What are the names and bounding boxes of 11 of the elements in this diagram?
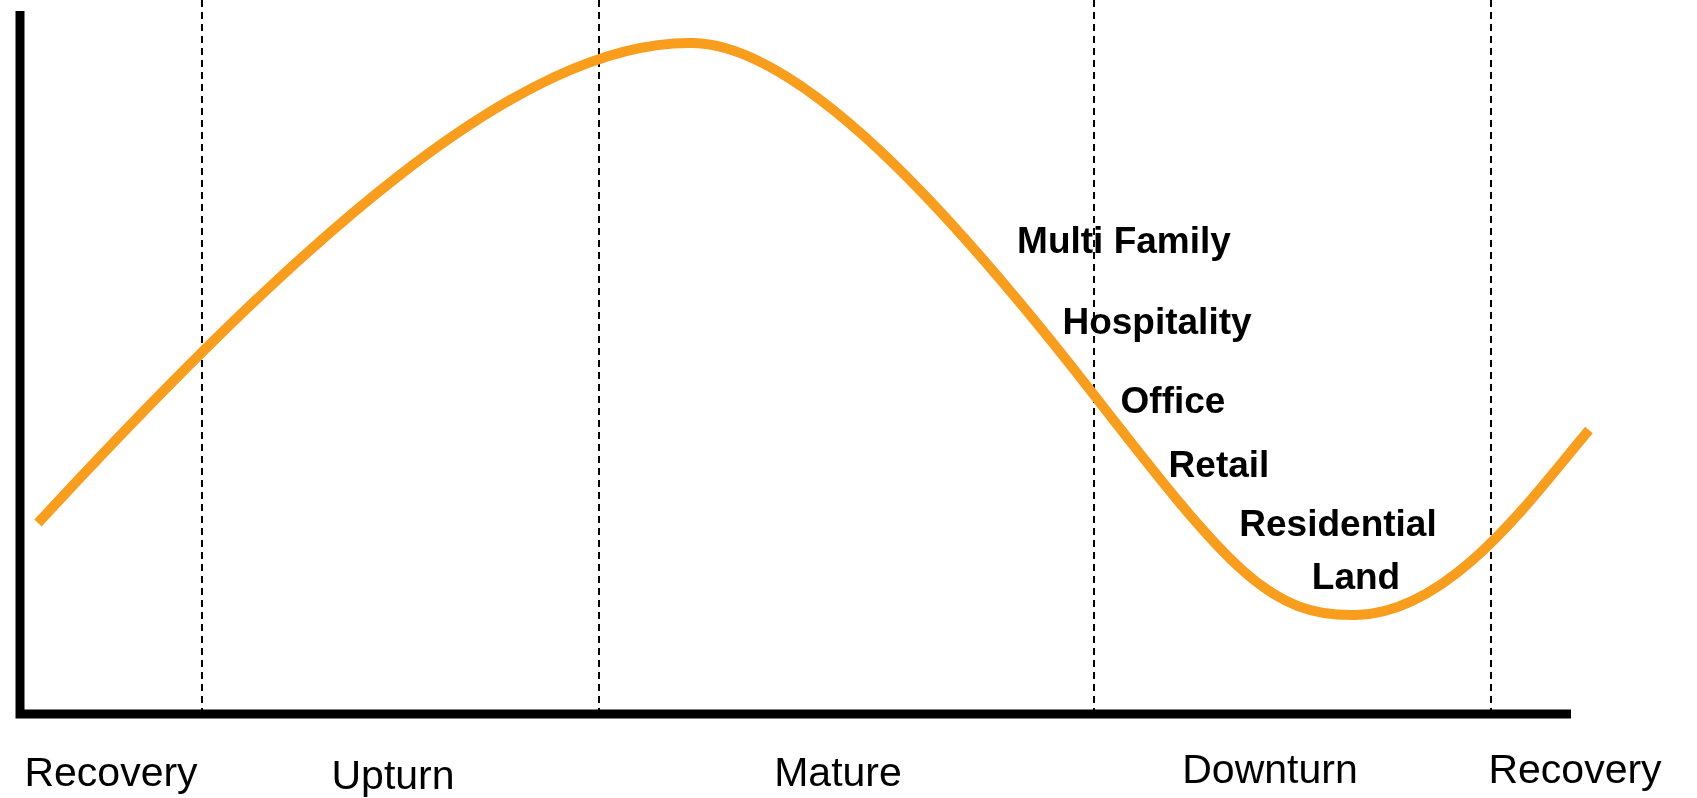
phase-label: Downturn bbox=[1182, 748, 1358, 790]
sector-label: Multi Family bbox=[1017, 221, 1231, 259]
sector-label: Office bbox=[1120, 381, 1226, 419]
sector-label: Hospitality bbox=[1062, 302, 1252, 340]
sector-label: Residential bbox=[1239, 504, 1437, 542]
phase-label: Recovery bbox=[1488, 748, 1662, 790]
phase-label: Upturn bbox=[331, 754, 455, 796]
sector-label: Land bbox=[1311, 557, 1401, 595]
phase-label: Mature bbox=[774, 751, 902, 793]
phase-label: Recovery bbox=[24, 751, 198, 793]
sector-label: Retail bbox=[1168, 445, 1270, 483]
